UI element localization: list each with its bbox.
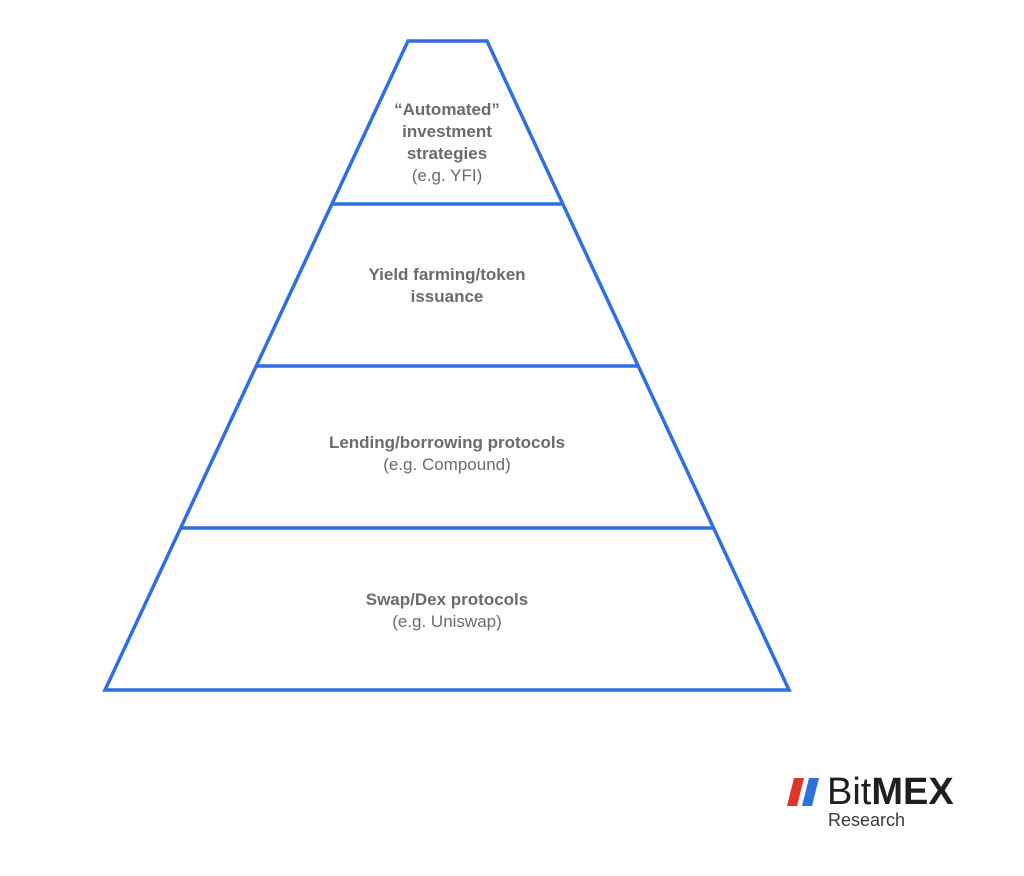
tier-title: Swap/Dex protocols — [365, 590, 529, 609]
tier-title: Lending/borrowing protocols — [328, 433, 566, 452]
tier-swap-dex: Swap/Dex protocols (e.g. Uniswap) — [297, 589, 597, 633]
tier-automated-strategies: “Automated” investment strategies (e.g. … — [347, 99, 547, 187]
logo-subtitle: Research — [828, 810, 906, 830]
tier-title: Yield farming/token issuance — [368, 265, 526, 306]
tier-example: (e.g. YFI) — [411, 166, 483, 185]
logo-word-mex: MEX — [871, 771, 954, 813]
bitmex-slash-logo-icon — [787, 778, 819, 806]
tier-lending-borrowing: Lending/borrowing protocols (e.g. Compou… — [287, 432, 607, 476]
tier-title: “Automated” investment strategies — [394, 100, 500, 163]
tier-yield-farming: Yield farming/token issuance — [317, 264, 577, 308]
bitmex-research-logo: BitMEX Research — [787, 772, 987, 836]
tier-example: (e.g. Uniswap) — [392, 612, 502, 631]
pyramid-border — [102, 39, 792, 692]
tier-example: (e.g. Compound) — [383, 455, 511, 474]
logo-word-bit: Bit — [827, 771, 872, 813]
logo-wordmark: BitMEX — [827, 772, 954, 812]
